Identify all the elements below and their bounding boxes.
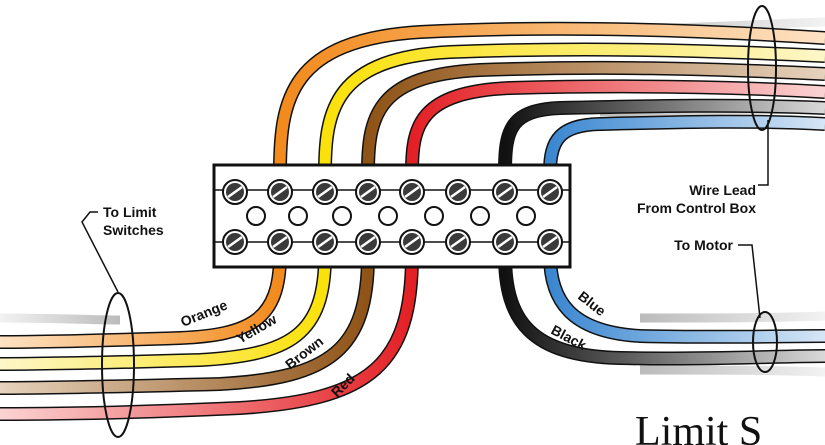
orange-wire-label: Orange — [178, 297, 230, 330]
to-limit-switches-label-line2: Switches — [103, 222, 164, 238]
cable-tie-upper-right — [747, 5, 777, 131]
cable-tie-left — [101, 292, 135, 438]
terminal-block — [212, 163, 572, 269]
upper-wire-bundle — [273, 17, 825, 173]
to-motor-label: To Motor — [674, 237, 733, 253]
terminal-screws-top — [222, 179, 563, 205]
lower-left-wire-bundle — [0, 254, 419, 421]
callout-lines — [81, 120, 769, 319]
lower-right-wire-bundle — [498, 254, 825, 377]
wire-lead-label-line2: From Control Box — [637, 200, 756, 216]
page-title: Limit S — [635, 409, 762, 445]
wire-lead-label-line1: Wire Lead — [689, 182, 756, 198]
terminal-screws-bottom — [222, 229, 563, 255]
cable-tie-lower-right — [752, 311, 778, 373]
to-limit-switches-label-line1: To Limit — [103, 204, 157, 220]
terminal-holes — [246, 206, 536, 226]
